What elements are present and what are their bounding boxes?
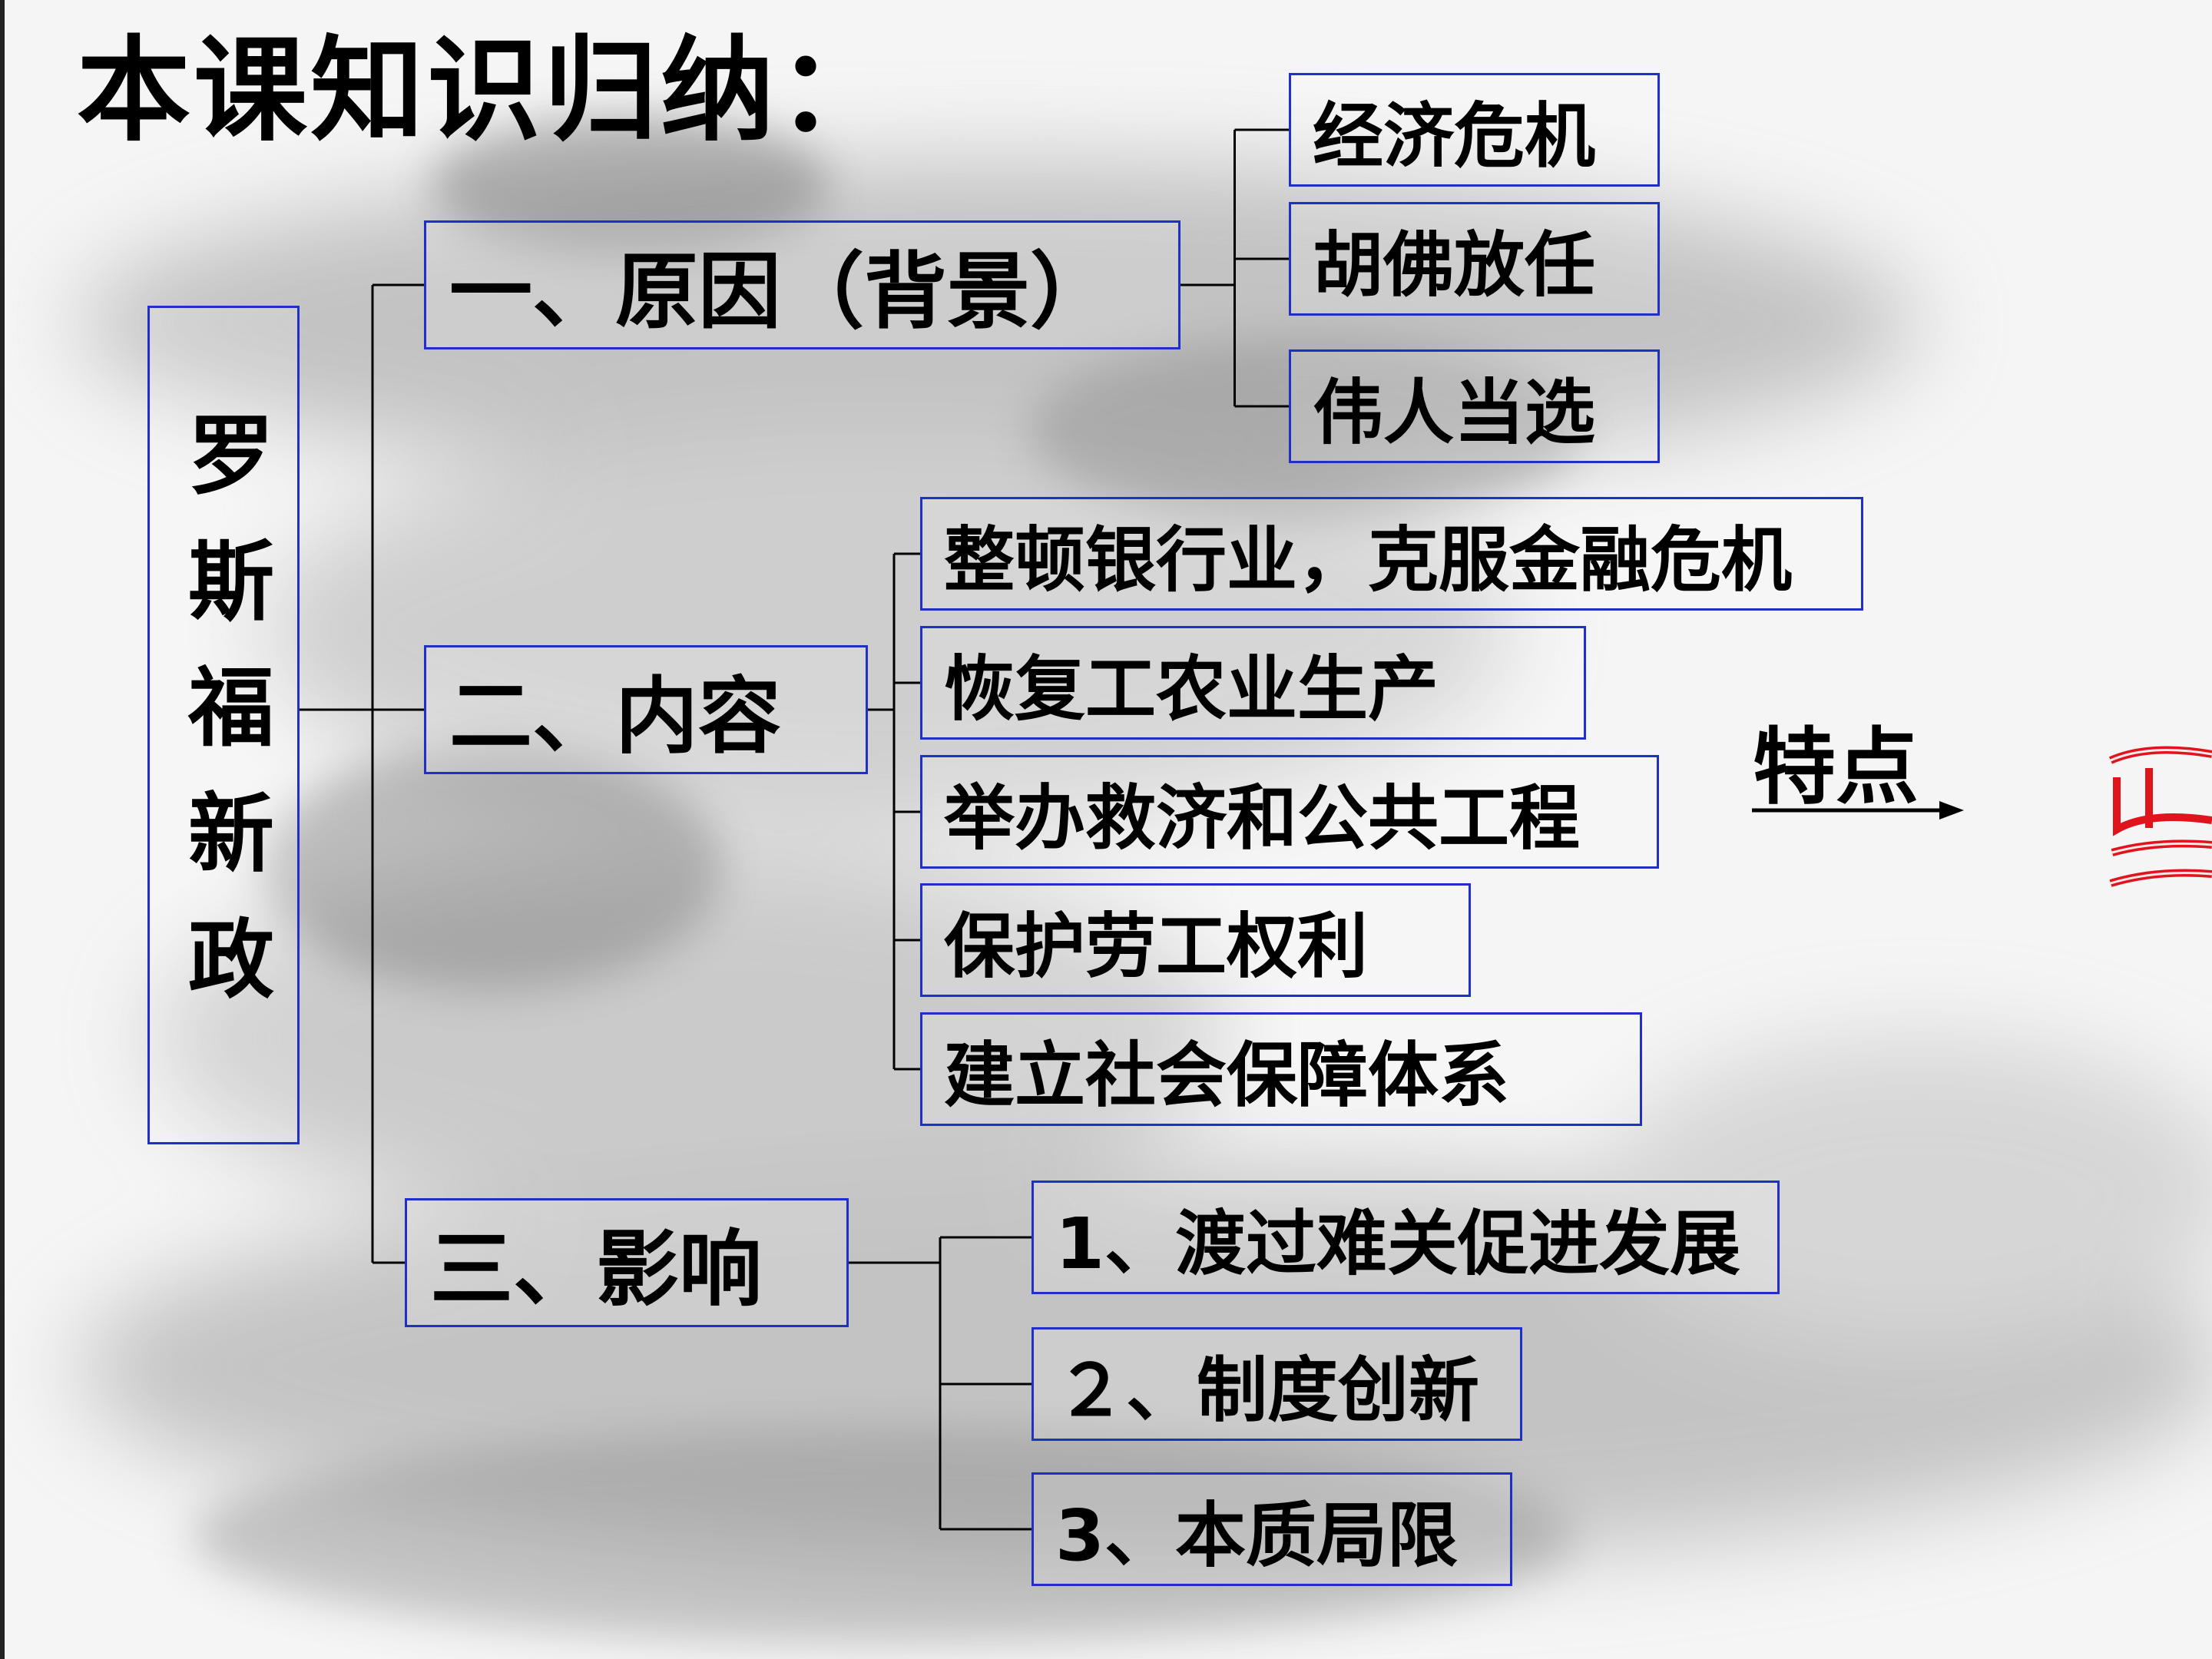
section-label: 一、原因（背景） [449,244,1114,340]
item-label: 3、本质局限 [1055,1494,1459,1577]
impact-item: 3、本质局限 [1031,1472,1512,1586]
page-title: 本课知识归纳： [77,25,894,157]
red-decorative-mark [2108,746,2212,887]
content-item: 举办救济和公共工程 [920,755,1659,869]
cause-item: 伟人当选 [1289,349,1660,463]
cause-item: 经济危机 [1289,73,1660,187]
item-label: 举办救济和公共工程 [944,777,1581,859]
content-item: 整顿银行业，克服金融危机 [920,497,1863,611]
impact-item: ２、制度创新 [1031,1327,1522,1441]
arrow-right-icon [1752,801,1964,820]
item-label: 恢复工农业生产 [944,647,1439,730]
item-label: 1、渡过难关促进发展 [1055,1202,1741,1285]
section-impact: 三、影响 [405,1198,849,1327]
content-item: 建立社会保障体系 [920,1012,1642,1126]
section-label: 三、影响 [430,1222,763,1318]
item-label: 伟人当选 [1313,371,1596,454]
cause-item: 胡佛放任 [1289,202,1660,316]
section-label: 二、内容 [449,669,782,765]
section-cause: 一、原因（背景） [424,220,1181,349]
item-label: 经济危机 [1313,94,1596,177]
item-label: 胡佛放任 [1313,224,1596,306]
section-content: 二、内容 [424,645,868,774]
item-label: 保护劳工权利 [944,905,1369,988]
content-item: 保护劳工权利 [920,883,1471,997]
root-label: 罗斯福新政 [174,410,273,1040]
characteristic-note: 特点 [1753,720,1919,816]
content-item: 恢复工农业生产 [920,626,1586,740]
impact-item: 1、渡过难关促进发展 [1031,1181,1780,1294]
item-label: ２、制度创新 [1055,1349,1480,1432]
item-label: 建立社会保障体系 [944,1034,1510,1117]
root-node: 罗斯福新政 [147,306,300,1144]
item-label: 整顿银行业，克服金融危机 [944,518,1793,601]
